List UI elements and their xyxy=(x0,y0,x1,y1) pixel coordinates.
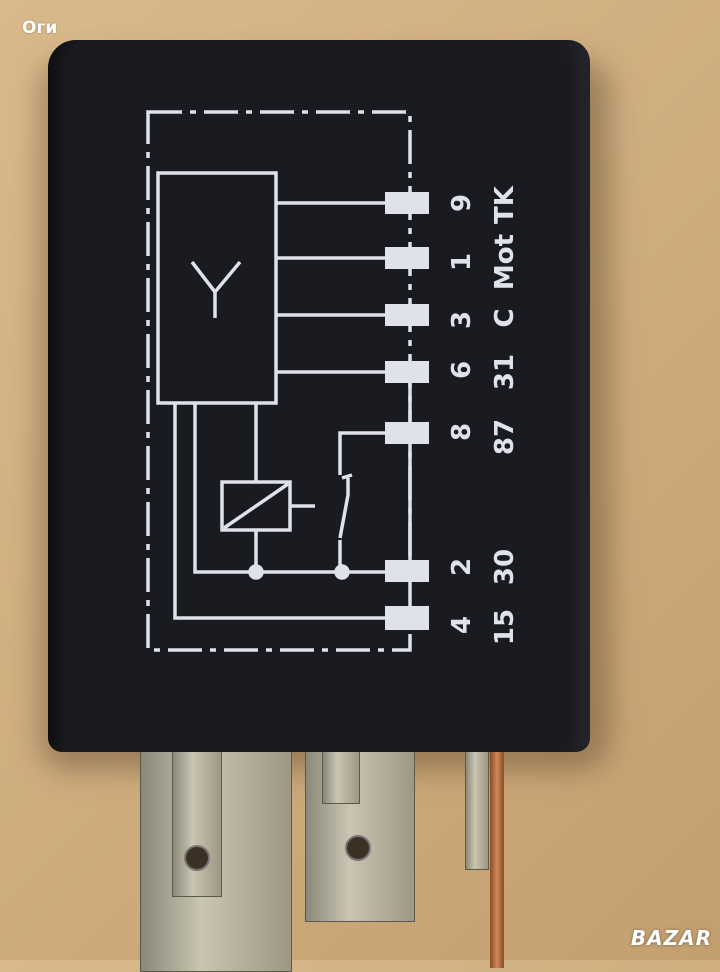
line-15 xyxy=(173,403,395,620)
copper-wire xyxy=(490,748,504,968)
terminal-label: 15 xyxy=(490,608,520,646)
terminal-label: 30 xyxy=(490,548,520,586)
relay-blade-left-front xyxy=(172,745,222,897)
pin-number-label: 2 xyxy=(447,557,477,577)
junction-dot xyxy=(248,564,264,580)
pin-number-label: 6 xyxy=(447,360,477,380)
pin-number-label: 8 xyxy=(447,422,477,442)
terminal-label: 31 xyxy=(490,353,520,391)
relay-blade-right xyxy=(465,748,489,870)
output-lines xyxy=(276,201,395,374)
terminal-blocks xyxy=(385,192,429,630)
line-30 xyxy=(193,403,395,574)
control-unit-box xyxy=(156,171,278,405)
watermark-text: Оги xyxy=(22,18,58,38)
blade-hole xyxy=(184,845,210,871)
relay-body xyxy=(48,40,590,752)
pin-number-label: 1 xyxy=(447,252,477,272)
switch-contact xyxy=(338,431,395,572)
pin-number-label: 3 xyxy=(447,310,477,330)
coil-lines xyxy=(223,403,315,572)
terminal-label: C xyxy=(490,308,520,328)
blade-hole xyxy=(345,835,371,861)
schematic-border xyxy=(146,110,412,652)
pin-number-label: 9 xyxy=(447,193,477,213)
site-logo: BAZAR xyxy=(630,926,712,950)
terminal-label: TK xyxy=(490,186,520,224)
terminal-label: 87 xyxy=(490,418,520,456)
terminal-label: Mot xyxy=(490,233,520,291)
control-symbol xyxy=(190,260,242,318)
relay-blade-center-front xyxy=(322,742,360,804)
junction-dot xyxy=(334,564,350,580)
pin-number-label: 4 xyxy=(447,615,477,635)
